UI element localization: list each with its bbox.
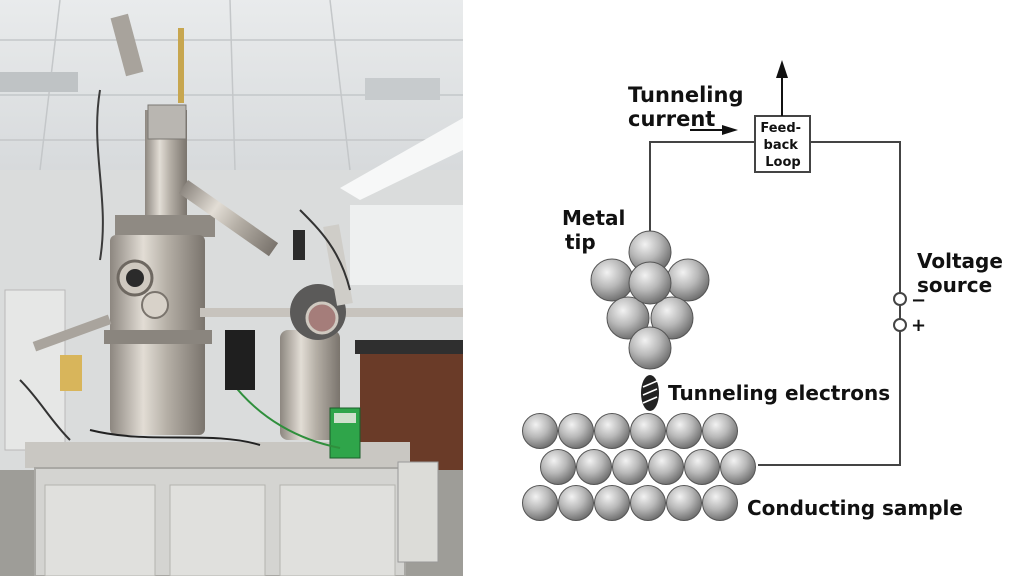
feedback-loop-box <box>754 115 811 173</box>
multimeter-display <box>334 413 356 423</box>
sample-atom <box>648 449 684 485</box>
tip-atom <box>590 258 634 302</box>
sample-atom <box>702 413 738 449</box>
tunneling-current-line-1: Tunneling <box>628 83 744 107</box>
electronics-box <box>397 461 439 563</box>
sample-atom <box>666 485 702 521</box>
secondary-chamber <box>280 330 340 440</box>
sample-atom <box>630 485 666 521</box>
metal-tip-label: Metal tip <box>562 206 632 254</box>
ceiling-vent <box>365 78 440 100</box>
minus-sign: − <box>911 290 926 311</box>
sample-atom <box>558 485 594 521</box>
yellow-gauge-head <box>60 355 82 391</box>
vacuum-chamber-flange <box>104 330 212 344</box>
junction-box <box>147 104 187 140</box>
metal-tip-line-2: tip <box>565 230 596 254</box>
tip-atom <box>650 296 694 340</box>
sample-atom <box>594 485 630 521</box>
conducting-sample-label: Conducting sample <box>747 496 963 520</box>
stm-apparatus-photo <box>0 0 463 576</box>
plus-sign: + <box>911 315 926 336</box>
sample-atom <box>576 449 612 485</box>
voltage-source-label: Voltage source <box>917 249 1010 297</box>
side-arm-tube <box>178 179 279 257</box>
table-panel <box>169 484 266 576</box>
ceiling-vent <box>0 72 78 92</box>
voltage-terminal-negative <box>893 292 907 306</box>
tunneling-current-arrow <box>722 125 738 135</box>
sample-atom <box>540 449 576 485</box>
tunneling-electrons-label: Tunneling electrons <box>668 381 890 405</box>
atoms <box>522 230 756 521</box>
tip-atom <box>666 258 710 302</box>
top-feedthrough <box>110 13 144 77</box>
ceiling-light <box>340 118 463 200</box>
ion-pump <box>293 230 305 260</box>
viewport-window <box>126 269 144 287</box>
tip-atom <box>628 261 672 305</box>
sample-atom <box>612 449 648 485</box>
wire-source-to-sample <box>758 331 901 466</box>
voltage-source-line-2: source <box>917 273 992 297</box>
sample-atom <box>702 485 738 521</box>
port-flange <box>141 291 169 319</box>
electronics-rack <box>225 330 255 390</box>
stm-schematic: Tunneling current Feed- back Loop Metal … <box>522 60 1010 521</box>
feedback-loop-label: Feed- back Loop <box>760 121 805 170</box>
wire-tip-to-feedback <box>649 141 755 236</box>
tip-atom <box>628 326 672 370</box>
secondary-viewport <box>305 301 339 335</box>
sample-atom <box>630 413 666 449</box>
sample-atom <box>720 449 756 485</box>
feedback-output-arrow <box>776 60 788 78</box>
voltage-source-line-1: Voltage <box>917 249 1003 273</box>
back-counter-top <box>355 340 463 354</box>
sample-atom <box>684 449 720 485</box>
cables <box>19 89 351 449</box>
table-panel <box>44 484 156 576</box>
window-opening <box>350 205 463 285</box>
sample-atom <box>594 413 630 449</box>
left-cabinet <box>4 289 66 451</box>
sample-atom <box>522 485 558 521</box>
sample-atom <box>666 413 702 449</box>
feedback-loop-line-3: Loop <box>765 155 800 170</box>
side-feedthrough <box>32 314 112 352</box>
top-probe <box>178 28 184 103</box>
tunneling-current-label: Tunneling current <box>628 83 751 131</box>
tip-atom <box>606 296 650 340</box>
metal-tip-line-1: Metal <box>562 206 625 230</box>
sample-atom <box>558 413 594 449</box>
circuit-wires <box>649 141 901 466</box>
voltage-terminal-positive <box>893 318 907 332</box>
sample-atom <box>522 413 558 449</box>
vacuum-column-flange <box>115 215 215 237</box>
wire-feedback-to-source <box>810 141 901 293</box>
feedback-loop-line-2: back <box>764 138 799 153</box>
tunneling-current-line-2: current <box>628 107 715 131</box>
table-panel <box>279 484 396 576</box>
tunneling-electrons-symbol <box>641 375 659 411</box>
feedback-loop-line-1: Feed- <box>760 121 801 136</box>
